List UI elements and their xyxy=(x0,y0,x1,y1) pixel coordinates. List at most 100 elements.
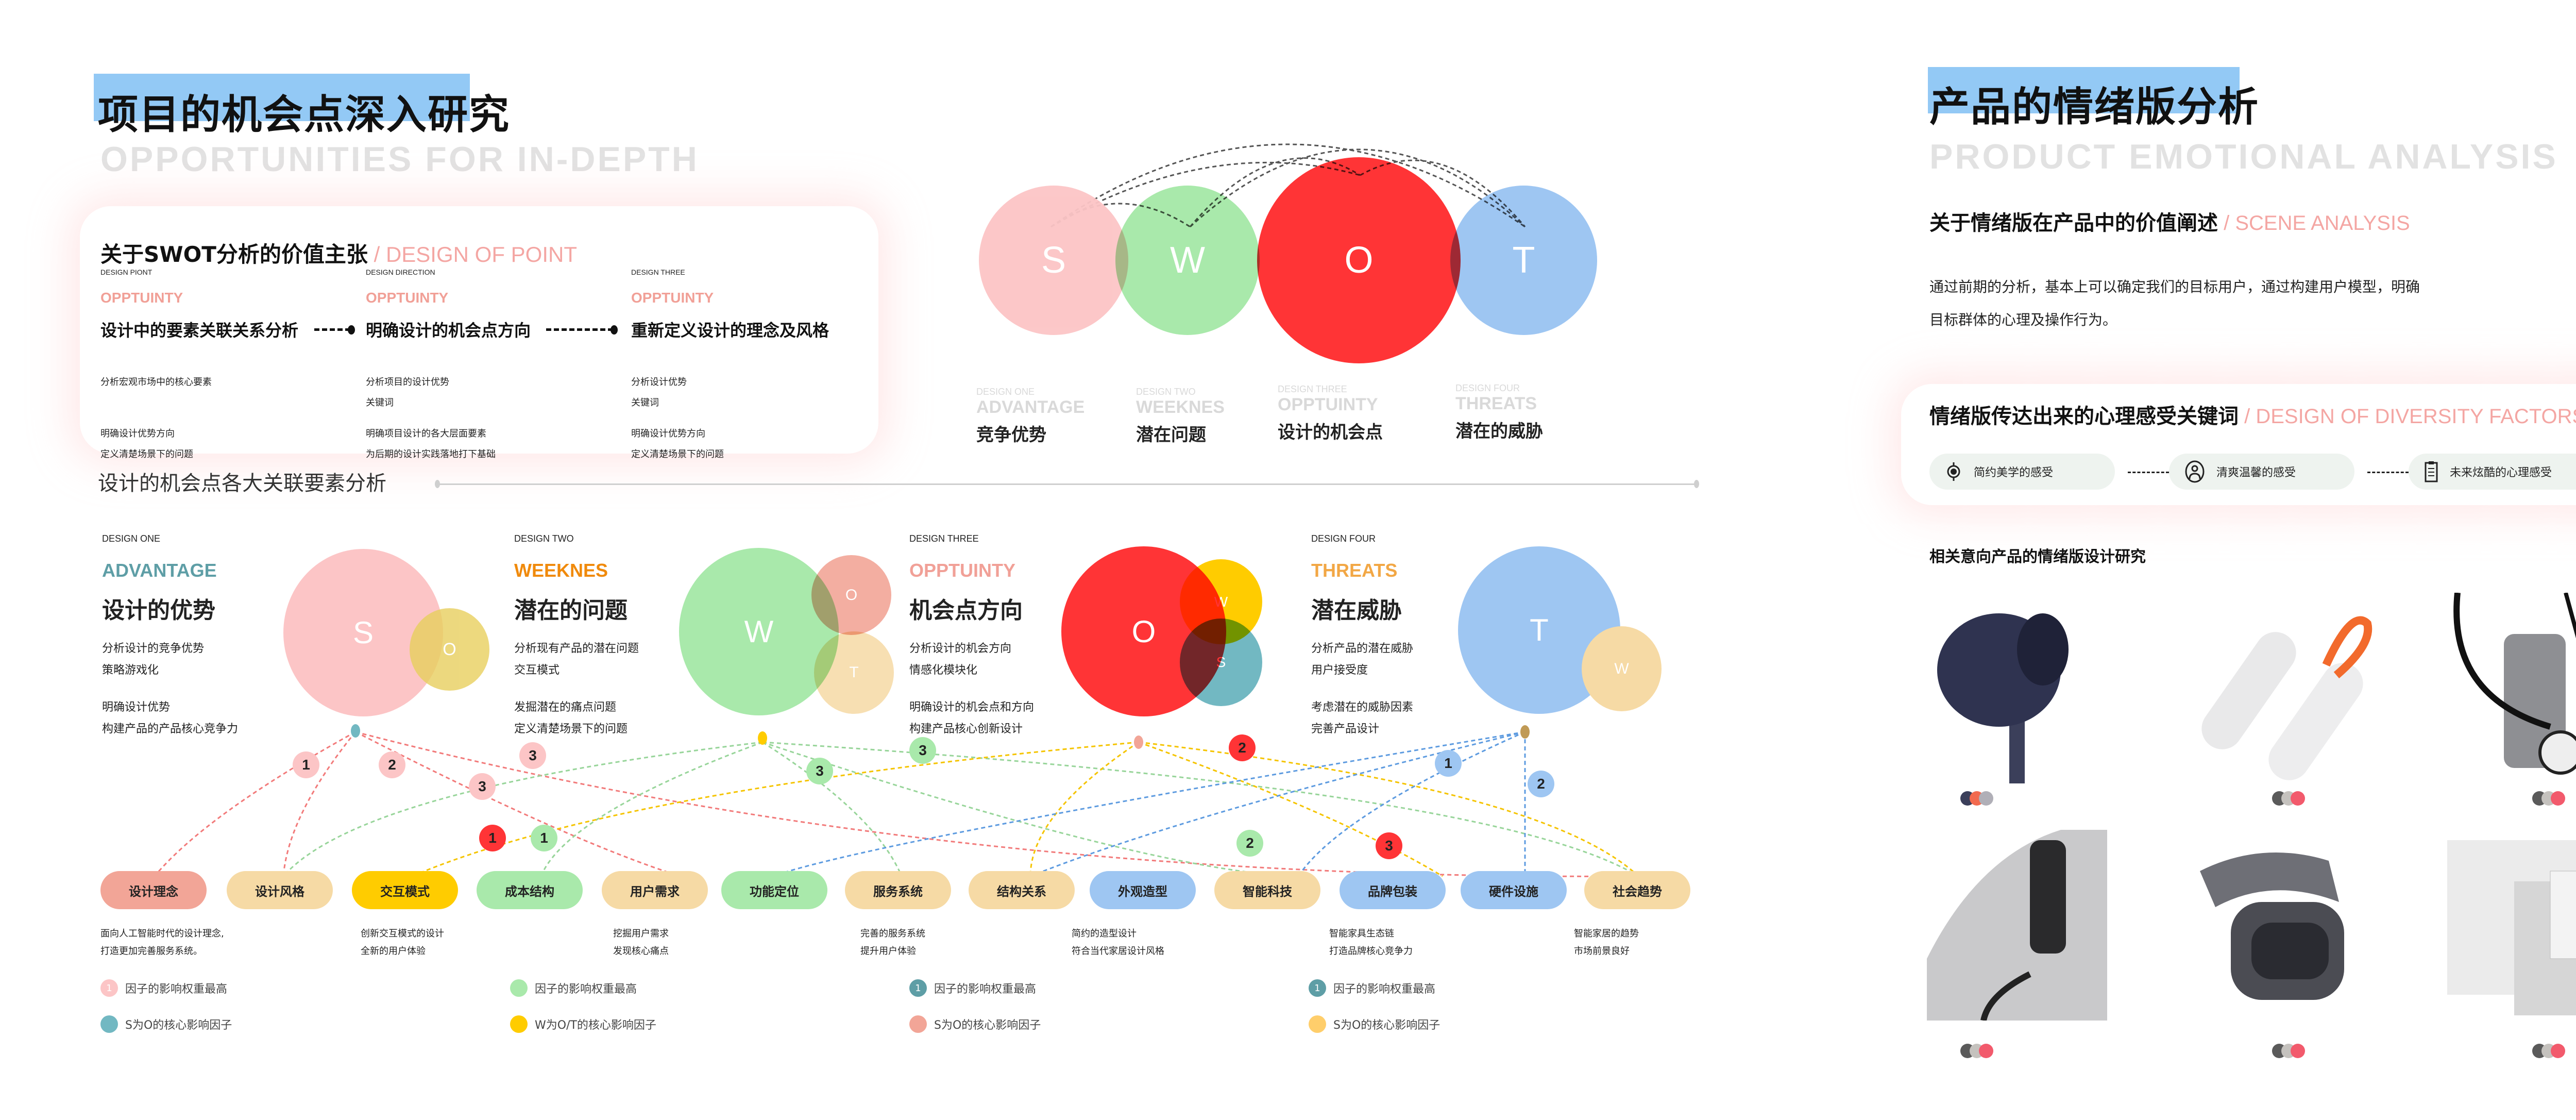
factor-desc: 创新交互模式的设计全新的用户体验 xyxy=(361,928,444,957)
step-line: 明确设计优势方向 xyxy=(100,428,175,439)
step-line: 分析设计优势 xyxy=(631,377,687,388)
step-2: DESIGN DIRECTION OPPTUINTY 明确设计的机会点方向 分析… xyxy=(366,268,531,465)
weight-badge: 1 xyxy=(479,825,506,851)
product-vacuum-cleaner xyxy=(2447,593,2576,783)
factor-pill[interactable]: 交互模式 xyxy=(352,871,458,909)
weight-badge: 2 xyxy=(1528,771,1554,797)
weight-badge: 1 xyxy=(531,825,557,851)
card-title: 关于SWOT分析的价值主张 / DESIGN OF POINT xyxy=(100,242,577,267)
step-line: 为后期的设计实践落地打下基础 xyxy=(366,449,496,460)
page-title: 项目的机会点深入研究 xyxy=(98,92,511,138)
step-line: 定义清楚场景下的问题 xyxy=(100,449,193,460)
step-line: 明确项目设计的各大层面要素 xyxy=(366,428,486,439)
step-label: OPPTUINTY xyxy=(366,290,449,306)
factor-pill[interactable]: 设计理念 xyxy=(100,871,207,909)
step-line xyxy=(100,393,298,413)
step-main: 明确设计的机会点方向 xyxy=(366,321,531,340)
connector-dot xyxy=(348,325,355,335)
clipboard-icon xyxy=(2425,461,2438,482)
step-line: 关键词 xyxy=(366,397,394,408)
swot-circle-o: O xyxy=(1257,157,1461,363)
title-highlight xyxy=(1928,67,2240,113)
section-line xyxy=(438,483,1695,485)
detail-subcircle-o: O xyxy=(410,608,489,691)
keyword-pill[interactable]: 清爽温馨的感受 xyxy=(2169,454,2354,490)
page-subtitle: OPPORTUNITIES FOR IN-DEPTH xyxy=(100,140,699,179)
factor-pill[interactable]: 结构关系 xyxy=(969,871,1075,909)
weight-badge: 3 xyxy=(519,742,546,769)
detail-opportunity: DESIGN THREE OPPTUINTY 机会点方向 分析设计的机会方向 情… xyxy=(909,533,1035,735)
factor-pill[interactable]: 外观造型 xyxy=(1090,871,1196,909)
detail-weakness: DESIGN TWO WEEKNES 潜在的问题 分析现有产品的潜在问题 交互模… xyxy=(514,533,639,735)
relation-section-title: 设计的机会点各大关联要素分析 xyxy=(98,472,386,495)
product-swatches xyxy=(2532,1044,2576,1059)
weight-badge: 2 xyxy=(1229,734,1256,761)
title-highlight xyxy=(94,74,470,121)
detail-threats: DESIGN FOUR THREATS 潜在威胁 分析产品的潜在威胁 用户接受度… xyxy=(1311,533,1414,735)
product-hardware-module xyxy=(2447,830,2576,1021)
weight-badge: 3 xyxy=(469,773,496,800)
product-swatches xyxy=(2532,791,2576,807)
detail-subcircle-w: W xyxy=(1582,626,1662,711)
keyword-pill[interactable]: 未来炫酷的心理感受 xyxy=(2409,454,2576,490)
step-line: 分析项目的设计优势 xyxy=(366,377,449,388)
step-line: 定义清楚场景下的问题 xyxy=(631,449,724,460)
step-tag: DESIGN THREE xyxy=(631,268,685,276)
scene-paragraph: 通过前期的分析，基本上可以确定我们的目标用户，通过构建用户模型，明确 目标群体的… xyxy=(1929,278,2420,328)
factor-pill[interactable]: 智能科技 xyxy=(1214,871,1320,909)
factor-pill[interactable]: 用户需求 xyxy=(602,871,708,909)
legend-item: S为O的核心影响因子 xyxy=(909,1015,1041,1033)
step-label: OPPTUINTY xyxy=(100,290,183,306)
product-hair-dryer xyxy=(1927,593,2107,783)
target-icon xyxy=(1947,462,1960,481)
factor-pill[interactable]: 设计风格 xyxy=(227,871,333,909)
product-swatches xyxy=(1960,791,2012,807)
step-label: OPPTUINTY xyxy=(631,290,714,306)
keyword-pill[interactable]: 简约美学的感受 xyxy=(1929,454,2115,490)
legend-item: S为O的核心影响因子 xyxy=(100,1015,232,1033)
legend-item: W为O/T的核心影响因子 xyxy=(510,1015,656,1033)
weight-badge: 2 xyxy=(1236,830,1263,857)
swot-circle-t: T xyxy=(1450,186,1597,335)
page-title: 产品的情绪版分析 xyxy=(1929,84,2260,130)
detail-subcircle-t: T xyxy=(814,631,894,714)
factor-pill[interactable]: 服务系统 xyxy=(845,871,951,909)
step-main: 重新定义设计的理念及风格 xyxy=(631,321,829,340)
product-swatches xyxy=(2272,1044,2324,1059)
legend-item: 因子的影响权重最高 xyxy=(510,979,637,997)
swot-circle-s: S xyxy=(979,186,1128,335)
product-vr-headset xyxy=(2184,830,2365,1021)
weight-badge: 1 xyxy=(1435,750,1462,777)
product-swatches xyxy=(1960,1044,2012,1059)
relation-network xyxy=(154,724,1639,877)
factor-pill[interactable]: 社会趋势 xyxy=(1584,871,1690,909)
step-1: DESIGN PIONT OPPTUINTY 设计中的要素关联关系分析 分析宏观… xyxy=(100,268,298,465)
factor-desc: 完善的服务系统提升用户体验 xyxy=(860,928,925,957)
factor-pill[interactable]: 硬件设施 xyxy=(1461,871,1567,909)
step-line: 明确设计优势方向 xyxy=(631,428,705,439)
step-line: 分析宏观市场中的核心要素 xyxy=(100,377,212,388)
swot-circle-w: W xyxy=(1115,186,1260,335)
step-connector xyxy=(546,328,613,331)
product-steam-iron xyxy=(1927,830,2107,1021)
factor-pill[interactable]: 成本结构 xyxy=(477,871,583,909)
section-line-dot-right xyxy=(1694,480,1699,488)
weight-badge: 1 xyxy=(293,751,319,778)
factor-desc: 智能家具生态链打造品牌核心竞争力 xyxy=(1329,928,1413,957)
page-subtitle: PRODUCT EMOTIONAL ANALYSIS xyxy=(1929,137,2558,176)
step-tag: DESIGN DIRECTION xyxy=(366,268,435,276)
step-line: 关键词 xyxy=(631,397,659,408)
weight-badge: 3 xyxy=(1376,832,1402,859)
weight-badge: 2 xyxy=(379,751,405,778)
swot-label-w: DESIGN TWO WEEKNES 潜在问题 xyxy=(1136,387,1225,445)
factor-pill[interactable]: 功能定位 xyxy=(721,871,827,909)
step-connector xyxy=(314,328,350,331)
products-title: 相关意向产品的情绪版设计研究 xyxy=(1929,548,2146,566)
user-icon xyxy=(2185,460,2205,483)
factor-pill[interactable]: 品牌包装 xyxy=(1340,871,1446,909)
step-3: DESIGN THREE OPPTUINTY 重新定义设计的理念及风格 分析设计… xyxy=(631,268,829,465)
detail-advantage: DESIGN ONE ADVANTAGE 设计的优势 分析设计的竞争优势 策略游… xyxy=(102,533,239,735)
